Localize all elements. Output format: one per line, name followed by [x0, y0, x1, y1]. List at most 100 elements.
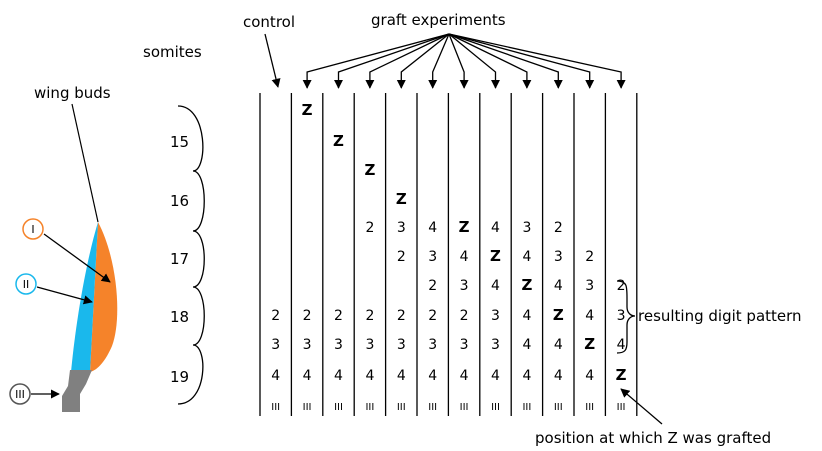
- digit-value: 3: [460, 278, 469, 294]
- digit-value: 4: [271, 368, 280, 384]
- digit-value: III: [491, 402, 500, 413]
- digit-value: 4: [554, 368, 563, 384]
- digit-value: 2: [428, 308, 437, 324]
- digit-value: III: [334, 402, 343, 413]
- digit-value: III: [365, 402, 374, 413]
- digit-value: III: [303, 402, 312, 413]
- digit-value: 4: [334, 368, 343, 384]
- digit-value: 2: [397, 249, 406, 265]
- digit-value: 4: [460, 368, 469, 384]
- digit-value: 3: [334, 337, 343, 353]
- graft-z-mark: Z: [302, 101, 313, 119]
- graft-z-mark: Z: [490, 247, 501, 265]
- svg-text:I: I: [31, 223, 34, 236]
- graft-arrow: [396, 33, 450, 89]
- digit-pattern-brace: [616, 280, 636, 354]
- graft-arrow: [448, 33, 469, 89]
- digit-value: 3: [491, 337, 500, 353]
- somite-19: 19: [170, 368, 189, 386]
- digit-value: 2: [617, 278, 626, 294]
- digit-value: 4: [491, 278, 500, 294]
- graft-z-mark: Z: [396, 190, 407, 208]
- graft-z-mark: Z: [521, 276, 532, 294]
- graft-experiments-label: graft experiments: [371, 11, 506, 29]
- digit-value: 3: [428, 249, 437, 265]
- digit-value: III: [522, 402, 531, 413]
- digit-value: 3: [522, 220, 531, 236]
- digit-value: III: [397, 402, 406, 413]
- graft-arrow: [448, 33, 626, 89]
- digit-value: 3: [271, 337, 280, 353]
- somite-18: 18: [170, 308, 189, 326]
- digit-value: 4: [303, 368, 312, 384]
- digit-value: 4: [428, 220, 437, 236]
- digit-value: 4: [397, 368, 406, 384]
- digit-value: 3: [303, 337, 312, 353]
- digit-value: 2: [460, 308, 469, 324]
- digit-value: III: [554, 402, 563, 413]
- graft-z-mark: Z: [364, 161, 375, 179]
- digit-value: 4: [365, 368, 374, 384]
- digit-value: 2: [365, 220, 374, 236]
- graft-z-mark: Z: [584, 335, 595, 353]
- region-iii-circle: [9, 383, 31, 405]
- digit-value: 4: [554, 337, 563, 353]
- somite-16: 16: [170, 192, 189, 210]
- region-ii-circle: [15, 273, 37, 295]
- region-ii-arrow: [36, 286, 93, 305]
- graft-arrow: [333, 33, 450, 89]
- digit-value: 4: [522, 249, 531, 265]
- region-i-arrow: [43, 233, 111, 283]
- graft-z-mark: Z: [333, 132, 344, 150]
- digit-value: 2: [303, 308, 312, 324]
- graft-z-mark: Z: [459, 218, 470, 236]
- wing-buds-pointer: [71, 103, 99, 223]
- graft-arrow: [302, 33, 450, 89]
- region-i-callout: I: [22, 218, 111, 283]
- control-arrow: [264, 33, 281, 88]
- graft-arrow: [448, 33, 563, 89]
- digit-value: 4: [585, 308, 594, 324]
- digit-value: 3: [460, 337, 469, 353]
- digit-value: 3: [365, 337, 374, 353]
- digit-value: 4: [522, 368, 531, 384]
- region-iii-callout: III: [9, 383, 60, 405]
- graft-arrow: [448, 33, 595, 89]
- digit-value: III: [271, 402, 280, 413]
- graft-z-mark: Z: [553, 306, 564, 324]
- digit-value: 2: [554, 220, 563, 236]
- somite-brackets: [177, 105, 205, 405]
- digit-value: 2: [585, 249, 594, 265]
- digit-value: 3: [585, 278, 594, 294]
- digit-value: 2: [365, 308, 374, 324]
- digit-value: III: [460, 402, 469, 413]
- digit-value: 2: [428, 278, 437, 294]
- wing-buds-label: wing buds: [34, 84, 111, 102]
- wing-bud-illustration: [62, 103, 118, 412]
- graft-arrows: [302, 33, 626, 89]
- svg-text:III: III: [15, 388, 25, 401]
- graft-arrow: [365, 33, 450, 89]
- region-ii-callout: II: [15, 273, 93, 305]
- digit-value: 4: [585, 368, 594, 384]
- digit-value: 3: [397, 337, 406, 353]
- digit-value: 4: [491, 220, 500, 236]
- digit-value: 4: [554, 278, 563, 294]
- digit-value: 4: [428, 368, 437, 384]
- somite-17: 17: [170, 250, 189, 268]
- digit-value: 4: [491, 368, 500, 384]
- graft-position-arrow: [620, 388, 663, 425]
- wing-bud-region-iii: [62, 370, 92, 412]
- graft-arrow: [448, 33, 501, 89]
- digit-value: III: [617, 402, 626, 413]
- digit-value: III: [428, 402, 437, 413]
- digit-value: 3: [491, 308, 500, 324]
- digit-value: 4: [522, 337, 531, 353]
- resulting-digit-pattern-label: resulting digit pattern: [638, 307, 802, 325]
- digit-value: 4: [617, 337, 626, 353]
- graft-position-label: position at which Z was grafted: [535, 429, 771, 447]
- digit-value: 2: [334, 308, 343, 324]
- control-label: control: [243, 13, 295, 31]
